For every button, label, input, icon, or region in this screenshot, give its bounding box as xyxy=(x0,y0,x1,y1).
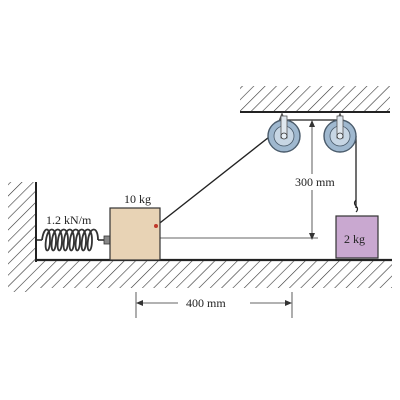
vertical-dim-label: 300 mm xyxy=(295,175,335,189)
spring xyxy=(36,228,112,252)
horizontal-dim-label: 400 mm xyxy=(186,296,226,310)
left-pulley xyxy=(267,112,301,153)
inclined-cable xyxy=(155,129,279,227)
cable-hook xyxy=(353,199,359,213)
spring-stiffness-label: 1.2 kN/m xyxy=(46,213,92,227)
block-10kg xyxy=(109,207,161,261)
vertical-dim-label-bg xyxy=(292,174,346,190)
block-2kg xyxy=(335,215,379,259)
ceiling xyxy=(240,86,390,113)
left-wall xyxy=(8,182,37,292)
block-2kg-label: 2 kg xyxy=(344,232,365,246)
horizontal-dimension xyxy=(135,292,293,318)
right-pulley xyxy=(323,112,357,153)
floor xyxy=(36,258,392,288)
block-10kg-label: 10 kg xyxy=(124,192,151,206)
